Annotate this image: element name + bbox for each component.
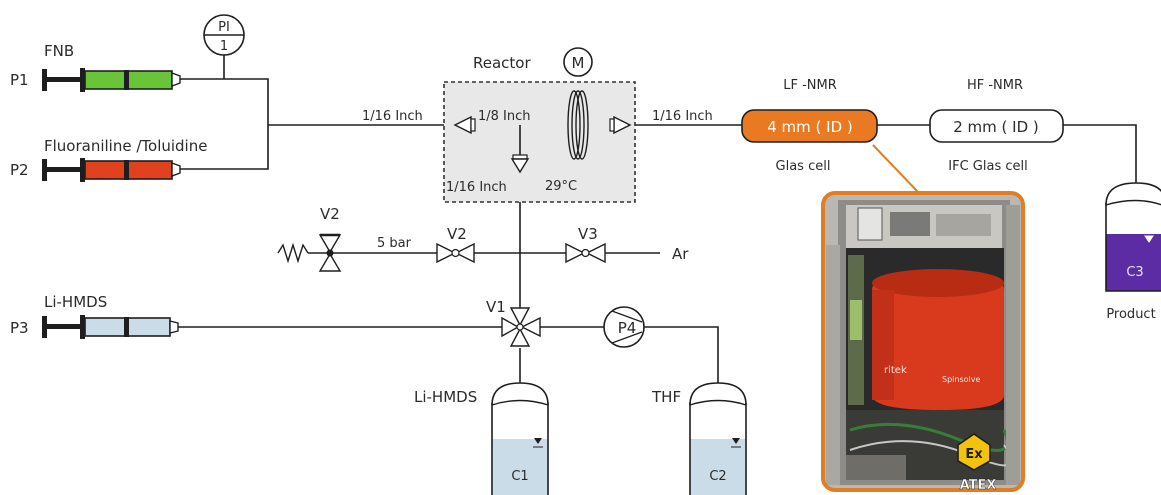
spectrometer-photo: ritek Spinsolve Ex ATEX xyxy=(821,191,1025,493)
pi-number: 1 xyxy=(220,39,228,54)
photo-frame xyxy=(821,191,1025,492)
vessel-c3[interactable]: C3 Product xyxy=(1105,182,1161,322)
reactor-title: Reactor xyxy=(473,54,531,72)
pump-label: P4 xyxy=(618,319,637,337)
valve-v3-label: V3 xyxy=(578,225,598,243)
container-c2-liquid xyxy=(690,439,746,495)
tubing-outlet-label: 1/16 Inch xyxy=(652,109,713,124)
container-c1-id: C1 xyxy=(511,469,528,484)
tubing-inlet-label: 1/16 Inch xyxy=(362,109,423,124)
lf-nmr[interactable]: LF -NMR 4 mm ( ID ) Glas cell xyxy=(741,78,919,193)
hf-nmr-cell-label: 2 mm ( ID ) xyxy=(953,118,1039,136)
container-c1[interactable]: Li-HMDS C1 xyxy=(414,382,549,495)
photo-brand: ritek xyxy=(884,365,907,376)
lf-nmr-cell xyxy=(741,109,878,143)
coil-icon xyxy=(567,90,589,160)
hf-nmr-cell xyxy=(929,109,1064,143)
pump-icon xyxy=(603,306,645,348)
vessel-c3-liquid xyxy=(1106,234,1161,291)
motor-icon xyxy=(563,47,593,77)
hf-nmr[interactable]: HF -NMR 2 mm ( ID ) IFC Glas cell xyxy=(929,78,1064,174)
atex-text: ATEX xyxy=(960,478,997,493)
syringe-p2-id: P2 xyxy=(10,161,29,179)
syringe-p3-label: Li-HMDS xyxy=(44,293,107,311)
lf-nmr-sub: Glas cell xyxy=(776,159,831,174)
container-c2-label: THF xyxy=(651,388,681,406)
reducer-icon xyxy=(510,158,530,174)
container-c2[interactable]: THF C2 xyxy=(651,382,747,495)
product-label: Product xyxy=(1106,307,1155,322)
vessel-c3-id: C3 xyxy=(1126,265,1143,280)
tubing-down-label: 1/16 Inch xyxy=(446,180,507,195)
valve-v3[interactable]: V3 xyxy=(565,225,606,264)
reactor-temperature: 29°C xyxy=(545,179,577,194)
reactor[interactable]: Reactor M 1/8 Inch 1/16 Inch 29°C xyxy=(443,47,636,203)
reactor-box xyxy=(443,81,636,203)
syringe-p2-label: Fluoraniline /Toluidine xyxy=(44,137,207,155)
pressure-indicator[interactable]: PI 1 xyxy=(203,14,245,56)
container-c2-id: C2 xyxy=(709,469,726,484)
relief-valve-label: V2 xyxy=(320,205,340,223)
syringe-p1[interactable]: P1 FNB xyxy=(10,42,181,92)
photo-product: Spinsolve xyxy=(942,375,980,384)
syringe-p1-label: FNB xyxy=(44,42,74,60)
valve-v2[interactable]: V2 xyxy=(436,225,475,264)
relief-valve[interactable]: V2 xyxy=(277,205,342,272)
valve-v1-label: V1 xyxy=(486,298,506,316)
tubing-inner-label: 1/8 Inch xyxy=(478,109,531,124)
pressure-label: 5 bar xyxy=(377,236,412,251)
pump-p4[interactable]: P4 xyxy=(603,306,645,348)
hf-nmr-title: HF -NMR xyxy=(967,78,1023,93)
valve-v2-label: V2 xyxy=(447,225,467,243)
motor-label: M xyxy=(572,54,585,72)
spring-icon xyxy=(277,242,309,264)
lf-nmr-cell-label: 4 mm ( ID ) xyxy=(767,118,853,136)
gas-label: Ar xyxy=(672,245,689,263)
container-c1-label: Li-HMDS xyxy=(414,388,477,406)
pi-label: PI xyxy=(218,20,230,35)
atex-badge-icon: Ex ATEX xyxy=(957,433,997,493)
valve-v1[interactable]: V1 xyxy=(486,298,541,347)
hf-nmr-sub: IFC Glas cell xyxy=(948,159,1027,174)
syringe-p3[interactable]: P3 Li-HMDS xyxy=(10,293,179,339)
syringe-p1-id: P1 xyxy=(10,71,29,89)
lf-nmr-title: LF -NMR xyxy=(783,78,837,93)
syringe-p2[interactable]: P2 Fluoraniline /Toluidine xyxy=(10,137,207,182)
container-c1-liquid xyxy=(492,439,548,495)
atex-symbol: Ex xyxy=(965,447,983,462)
syringe-p3-id: P3 xyxy=(10,319,29,337)
